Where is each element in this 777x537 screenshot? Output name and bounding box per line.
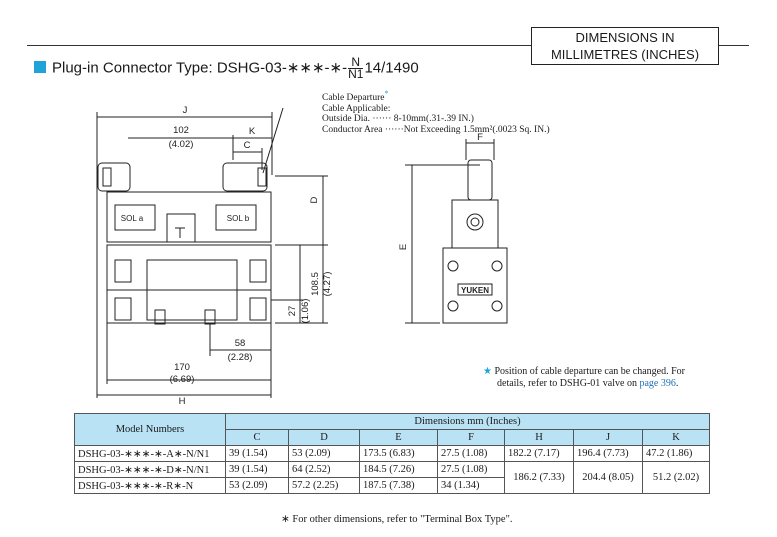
dimensions-table: Model Numbers Dimensions mm (Inches) C D… bbox=[74, 413, 710, 494]
side-valve-body bbox=[442, 247, 508, 324]
label-27-in: (1.06) bbox=[300, 299, 311, 324]
units-box: DIMENSIONS IN MILLIMETRES (INCHES) bbox=[531, 27, 719, 65]
title-prefix: Plug-in Connector Type: DSHG-03-∗∗∗-∗- bbox=[52, 59, 348, 77]
label-108-in: (4.27) bbox=[322, 272, 333, 297]
position-note-text1: Position of cable departure can be chang… bbox=[494, 366, 685, 377]
header-d: D bbox=[288, 429, 360, 446]
label-sol-b: SOL b bbox=[227, 214, 250, 223]
header-rule-right bbox=[719, 45, 749, 46]
label-27: 27 bbox=[287, 306, 298, 317]
title-bullet-icon bbox=[34, 61, 46, 74]
cell-model: DSHG-03-∗∗∗-∗-A∗-N/N1 bbox=[74, 445, 226, 462]
cell-k: 47.2 (1.86) bbox=[642, 445, 710, 462]
cell-e: 173.5 (6.83) bbox=[359, 445, 438, 462]
header-j: J bbox=[573, 429, 643, 446]
cell-d: 57.2 (2.25) bbox=[288, 477, 360, 494]
table-row: DSHG-03-∗∗∗-∗-D∗-N/N1 39 (1.54) 64 (2.52… bbox=[74, 461, 710, 494]
label-58-in: (2.28) bbox=[228, 352, 253, 363]
label-logo: YUKEN bbox=[461, 286, 489, 295]
table-row: DSHG-03-∗∗∗-∗-A∗-N/N1 39 (1.54) 53 (2.09… bbox=[74, 445, 710, 462]
cell-model: DSHG-03-∗∗∗-∗-R∗-N bbox=[74, 477, 226, 494]
side-solenoid bbox=[451, 199, 499, 249]
table-row: DSHG-03-∗∗∗-∗-R∗-N 53 (2.09) 57.2 (2.25)… bbox=[74, 477, 710, 494]
header-dimensions-group: Dimensions mm (Inches) bbox=[225, 413, 710, 430]
label-k: K bbox=[249, 126, 256, 137]
label-102-in: (4.02) bbox=[169, 139, 194, 150]
connector-b bbox=[222, 162, 268, 192]
header-h: H bbox=[504, 429, 574, 446]
label-170: 170 bbox=[174, 362, 190, 373]
cell-e: 184.5 (7.26) bbox=[359, 461, 438, 478]
label-e: E bbox=[398, 244, 409, 250]
footnote: ∗ For other dimensions, refer to "Termin… bbox=[281, 514, 513, 525]
label-c: C bbox=[244, 140, 251, 151]
label-sol-a: SOL a bbox=[121, 214, 144, 223]
cell-c: 53 (2.09) bbox=[225, 477, 289, 494]
header-model-numbers: Model Numbers bbox=[74, 413, 226, 446]
header-rule-left bbox=[27, 45, 532, 46]
cell-f: 27.5 (1.08) bbox=[437, 461, 505, 478]
cell-f: 34 (1.34) bbox=[437, 477, 505, 494]
label-108: 108.5 bbox=[310, 272, 321, 296]
cable-note: Cable Departure* Cable Applicable: Outsi… bbox=[322, 89, 550, 135]
header-k: K bbox=[642, 429, 710, 446]
title-fraction-bottom: N1 bbox=[348, 67, 364, 81]
cable-note-line1: Cable Departure bbox=[322, 93, 385, 103]
header-f: F bbox=[437, 429, 505, 446]
cable-note-line4: Conductor Area ······Not Exceeding 1.5mm… bbox=[322, 124, 550, 135]
cable-note-line2: Cable Applicable: bbox=[322, 103, 391, 114]
header-c: C bbox=[225, 429, 289, 446]
cell-d: 53 (2.09) bbox=[288, 445, 360, 462]
cell-model: DSHG-03-∗∗∗-∗-D∗-N/N1 bbox=[74, 461, 226, 478]
units-line-1: DIMENSIONS IN bbox=[575, 30, 675, 45]
side-connector bbox=[467, 159, 493, 201]
label-j: J bbox=[183, 105, 188, 116]
valve-body bbox=[106, 244, 272, 324]
position-note-end: . bbox=[675, 378, 679, 389]
cell-k-merged: 51.2 (2.02) bbox=[642, 461, 710, 494]
cable-note-star-icon: * bbox=[384, 89, 389, 98]
cell-c: 39 (1.54) bbox=[225, 445, 289, 462]
valve-drawing: J 102 (4.02) K C SOL a SOL b 58 (2.28) 1… bbox=[96, 105, 508, 407]
cell-d: 64 (2.52) bbox=[288, 461, 360, 478]
position-note-text2: details, refer to DSHG-01 valve on bbox=[497, 378, 640, 389]
cell-e: 187.5 (7.38) bbox=[359, 477, 438, 494]
title-fraction-top: N bbox=[351, 55, 361, 69]
label-d: D bbox=[309, 196, 320, 203]
cell-h-merged: 186.2 (7.33) bbox=[504, 461, 574, 494]
position-note: ★ Position of cable departure can be cha… bbox=[483, 366, 685, 390]
units-line-2: MILLIMETRES (INCHES) bbox=[550, 47, 700, 62]
label-f: F bbox=[477, 132, 483, 143]
label-170-in: (6.69) bbox=[170, 374, 195, 385]
label-h: H bbox=[179, 396, 186, 407]
page-396-link[interactable]: page 396 bbox=[639, 378, 676, 389]
cell-c: 39 (1.54) bbox=[225, 461, 289, 478]
header-e: E bbox=[359, 429, 438, 446]
connector-a bbox=[97, 162, 131, 192]
title-suffix: 14/1490 bbox=[364, 59, 419, 77]
cell-f: 27.5 (1.08) bbox=[437, 445, 505, 462]
cable-leader bbox=[262, 107, 284, 174]
label-58: 58 bbox=[235, 338, 246, 349]
cell-j-merged: 204.4 (8.05) bbox=[573, 461, 643, 494]
cable-note-line3: Outside Dia. ······ 8-10mm(.31-.39 IN.) bbox=[322, 114, 474, 124]
label-102: 102 bbox=[173, 125, 189, 136]
star-icon: ★ bbox=[483, 366, 492, 377]
cell-j: 196.4 (7.73) bbox=[573, 445, 643, 462]
cell-h: 182.2 (7.17) bbox=[504, 445, 574, 462]
